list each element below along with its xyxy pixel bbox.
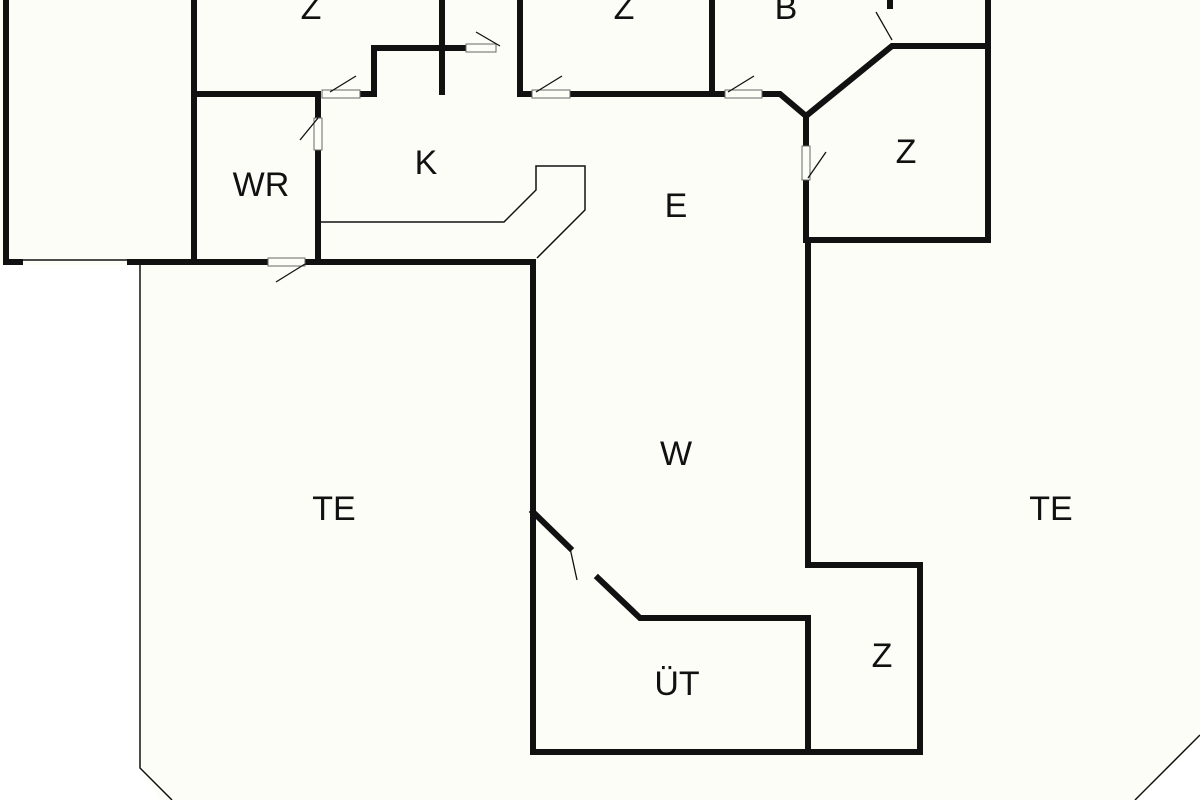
room-label: ÜT bbox=[654, 665, 699, 703]
wall-left-outer bbox=[3, 0, 23, 265]
room-label: TE bbox=[312, 490, 355, 528]
wall-bedroom2-left bbox=[517, 0, 535, 97]
room-label: TE bbox=[1029, 490, 1072, 528]
door-bedroom1 bbox=[321, 75, 361, 99]
wall-bedroom2-right bbox=[709, 0, 728, 97]
wall-bedroom1-bottom bbox=[357, 45, 445, 97]
wall-bathroom-diagonal bbox=[801, 43, 991, 121]
kitchen-counter bbox=[318, 165, 586, 259]
room-label: W bbox=[660, 435, 692, 473]
room-label: B bbox=[775, 0, 798, 27]
door-bedroom-right bbox=[801, 145, 827, 181]
wall-bathroom-bottom bbox=[759, 91, 809, 149]
room-label: Z bbox=[872, 637, 893, 675]
terrace-right-outline bbox=[1134, 734, 1200, 800]
door-nook bbox=[465, 31, 501, 53]
room-label: Z bbox=[896, 133, 917, 171]
room-label: WR bbox=[233, 166, 290, 204]
wall-utility-top bbox=[593, 573, 811, 755]
room-label: Z bbox=[614, 0, 635, 27]
wall-bottom-mid bbox=[302, 0, 991, 755]
door-bedroom2 bbox=[531, 75, 571, 99]
room-label: Z bbox=[301, 0, 322, 27]
door-bathroom bbox=[724, 75, 763, 99]
room-label: E bbox=[665, 187, 688, 225]
wall-utility-diagonal bbox=[528, 507, 575, 553]
door-wc-exterior bbox=[267, 257, 306, 283]
terrace-left-outline bbox=[139, 265, 173, 800]
door-utility bbox=[569, 547, 578, 581]
door-bathroom-inner bbox=[875, 11, 893, 41]
door-wc bbox=[299, 117, 323, 151]
room-label: K bbox=[415, 144, 438, 182]
